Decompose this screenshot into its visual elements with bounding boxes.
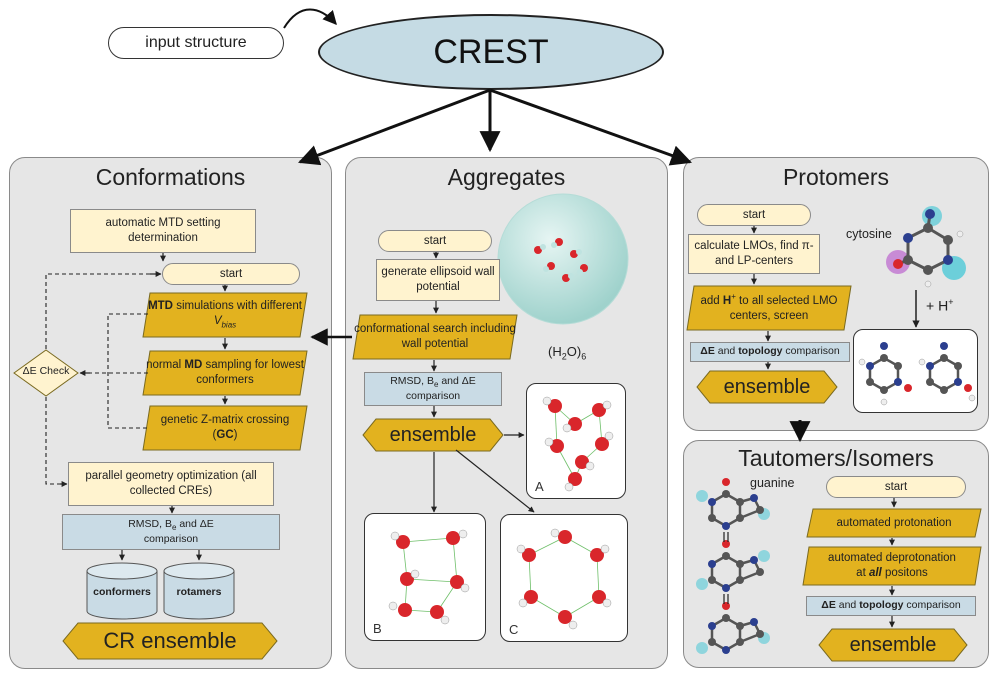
input-structure-label: input structure xyxy=(145,34,247,51)
protonation-shape xyxy=(806,508,982,538)
conformations-start-node: start xyxy=(162,263,300,285)
lmo-label: calculate LMOs, find π- and LP-centers xyxy=(694,240,814,267)
tautomers-start-node: start xyxy=(826,476,966,498)
delta-e-check-node: ΔE Check xyxy=(13,349,79,397)
aggregates-search-step: conformational search including wall pot… xyxy=(352,314,518,360)
protomers-comparison-label: ΔE and topology comparison xyxy=(700,345,840,358)
mtd-setting-box: automatic MTD setting determination xyxy=(70,209,256,253)
tautomers-ensemble-shape xyxy=(818,628,968,662)
protonation-step: automated protonation xyxy=(806,508,982,538)
mtd-simulations-step: MTD simulations with different Vbias xyxy=(142,292,308,338)
water-cluster-c-icon xyxy=(516,528,612,630)
cluster-box-c: C xyxy=(500,514,628,642)
cytosine-molecule xyxy=(868,198,978,294)
water-cluster-b-icon xyxy=(388,529,470,625)
add-h-step: add H+ to all selected LMO centers, scre… xyxy=(686,285,852,331)
water-cluster-sphere xyxy=(496,192,630,326)
cytosine-icon xyxy=(886,206,966,288)
cytosine-label: cytosine xyxy=(846,227,892,241)
crest-label: CREST xyxy=(433,32,549,71)
protonated-cytosine-icon xyxy=(858,342,976,406)
md-sampling-label: normal MD sampling for lowest conformers xyxy=(146,359,304,386)
conformers-cylinder-shape xyxy=(86,562,158,620)
deprotonation-shape xyxy=(802,546,982,586)
conformations-title: Conformations xyxy=(95,164,246,190)
add-h-shape xyxy=(686,285,852,331)
aggregates-start-node: start xyxy=(378,230,492,252)
conformers-label: conformers xyxy=(93,586,151,598)
protomers-start-label: start xyxy=(742,208,766,221)
ellipsoid-label: generate ellipsoid wall potential xyxy=(381,266,495,293)
tautomers-ensemble-label: ensemble xyxy=(849,633,937,656)
gc-label: genetic Z-matrix crossing(GC) xyxy=(160,414,290,441)
lmo-box: calculate LMOs, find π- and LP-centers xyxy=(688,234,820,274)
guanine-tautomers-icon xyxy=(696,478,770,654)
rotamers-cylinder-shape xyxy=(163,562,235,620)
plus-h-label: + H+ xyxy=(926,297,954,314)
rotamers-database: rotamers xyxy=(163,562,235,620)
mtd-simulations-label: MTD simulations with different Vbias xyxy=(148,300,302,330)
protomers-comparison-box: ΔE and topology comparison xyxy=(690,342,850,362)
protomers-title: Protomers xyxy=(782,164,890,190)
aggregates-search-label: conformational search including wall pot… xyxy=(354,323,516,350)
check-diamond-shape xyxy=(13,349,79,397)
guanine-label: guanine xyxy=(750,476,795,490)
tautomers-title: Tautomers/Isomers xyxy=(738,445,934,471)
add-h-label: add H+ to all selected LMO centers, scre… xyxy=(700,292,838,322)
tautomers-ensemble-node: ensemble xyxy=(818,628,968,662)
cluster-box-a: A xyxy=(526,383,626,499)
protomers-ensemble-node: ensemble xyxy=(696,370,838,404)
water-hexamer-label: (H2O)6 xyxy=(548,344,587,362)
protomer-products-box xyxy=(853,329,978,413)
conformers-database: conformers xyxy=(86,562,158,620)
aggregates-start-label: start xyxy=(423,234,447,247)
gc-step: genetic Z-matrix crossing(GC) xyxy=(142,405,308,451)
aggregates-ensemble-label: ensemble xyxy=(389,423,477,446)
protomers-ensemble-shape xyxy=(696,370,838,404)
guanine-tautomers xyxy=(688,478,800,664)
water-cluster-a-icon xyxy=(542,396,614,492)
rotamers-label: rotamers xyxy=(176,586,222,598)
cluster-c-label: C xyxy=(509,622,519,637)
protonation-label: automated protonation xyxy=(836,516,952,529)
parallel-optimization-box: parallel geometry optimization (all coll… xyxy=(68,462,274,506)
md-sampling-step: normal MD sampling for lowest conformers xyxy=(142,350,308,396)
cr-ensemble-label: CR ensemble xyxy=(103,628,237,653)
wall-potential-sphere-icon xyxy=(497,193,629,325)
tautomers-comparison-box: ΔE and topology comparison xyxy=(806,596,976,616)
protomers-ensemble-label: ensemble xyxy=(723,375,811,398)
delta-e-check-label: ΔE Check xyxy=(22,365,70,377)
cluster-box-b: B xyxy=(364,513,486,641)
cr-ensemble-node: CR ensemble xyxy=(62,622,278,660)
input-structure-node: input structure xyxy=(108,27,284,59)
crest-node: CREST xyxy=(318,14,664,90)
cluster-b-label: B xyxy=(373,621,382,636)
parallel-optimization-label: parallel geometry optimization (all coll… xyxy=(85,470,257,497)
cr-ensemble-shape xyxy=(62,622,278,660)
tautomers-start-label: start xyxy=(884,480,908,493)
aggregates-title: Aggregates xyxy=(447,164,566,190)
aggregates-ensemble-node: ensemble xyxy=(362,418,504,452)
gc-parallelogram-shape xyxy=(142,405,308,451)
aggregates-search-shape xyxy=(352,314,518,360)
tautomers-comparison-label: ΔE and topology comparison xyxy=(821,599,961,612)
conformations-start-label: start xyxy=(219,267,243,280)
cluster-a-label: A xyxy=(535,479,544,494)
protomers-start-node: start xyxy=(697,204,811,226)
mtd-setting-label: automatic MTD setting determination xyxy=(105,217,221,244)
ellipsoid-box: generate ellipsoid wall potential xyxy=(376,259,500,301)
